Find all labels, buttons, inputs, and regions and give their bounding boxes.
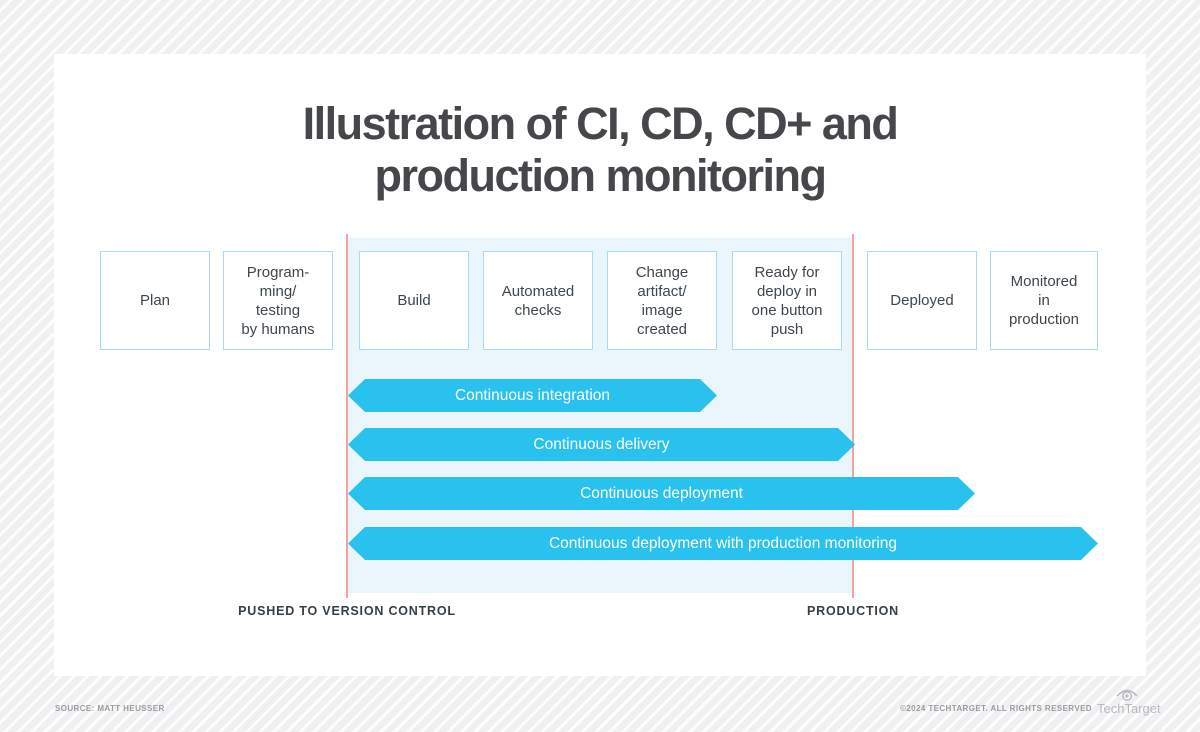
page-title: Illustration of CI, CD, CD+ and producti… <box>54 54 1146 202</box>
techtarget-logo-text: TechTarget <box>1097 701 1161 716</box>
stage-box-monitored-in-production: Monitored in production <box>990 251 1098 350</box>
stage-box-automated-checks: Automated checks <box>483 251 593 350</box>
footer-source-credit: SOURCE: MATT HEUSSER <box>55 704 165 713</box>
infographic-card: Illustration of CI, CD, CD+ and producti… <box>54 54 1146 676</box>
footer-copyright: ©2024 TECHTARGET. ALL RIGHTS RESERVED <box>900 704 1092 713</box>
stage-box-deployed: Deployed <box>867 251 977 350</box>
page-title-line1: Illustration of CI, CD, CD+ and <box>302 98 899 149</box>
techtarget-logo: TechTarget <box>1097 687 1161 716</box>
version-control-marker-line <box>346 234 348 598</box>
arrow-continuous-deployment-with-monitoring: Continuous deployment with production mo… <box>348 527 1098 560</box>
axis-label-production: PRODUCTION <box>806 604 900 618</box>
stage-box-plan: Plan <box>100 251 210 350</box>
arrow-continuous-delivery: Continuous delivery <box>348 428 855 461</box>
arrow-continuous-integration: Continuous integration <box>348 379 717 412</box>
stage-box-change-artifact: Change artifact/ image created <box>607 251 717 350</box>
axis-label-pushed-to-version-control: PUSHED TO VERSION CONTROL <box>238 604 456 618</box>
stage-box-ready-for-deploy: Ready for deploy in one button push <box>732 251 842 350</box>
stage-box-build: Build <box>359 251 469 350</box>
eye-icon <box>1116 689 1138 701</box>
stage-box-programming-testing: Program- ming/ testing by humans <box>223 251 333 350</box>
arrow-continuous-deployment: Continuous deployment <box>348 477 975 510</box>
page-title-line2: production monitoring <box>374 150 827 201</box>
production-marker-line <box>852 234 854 598</box>
